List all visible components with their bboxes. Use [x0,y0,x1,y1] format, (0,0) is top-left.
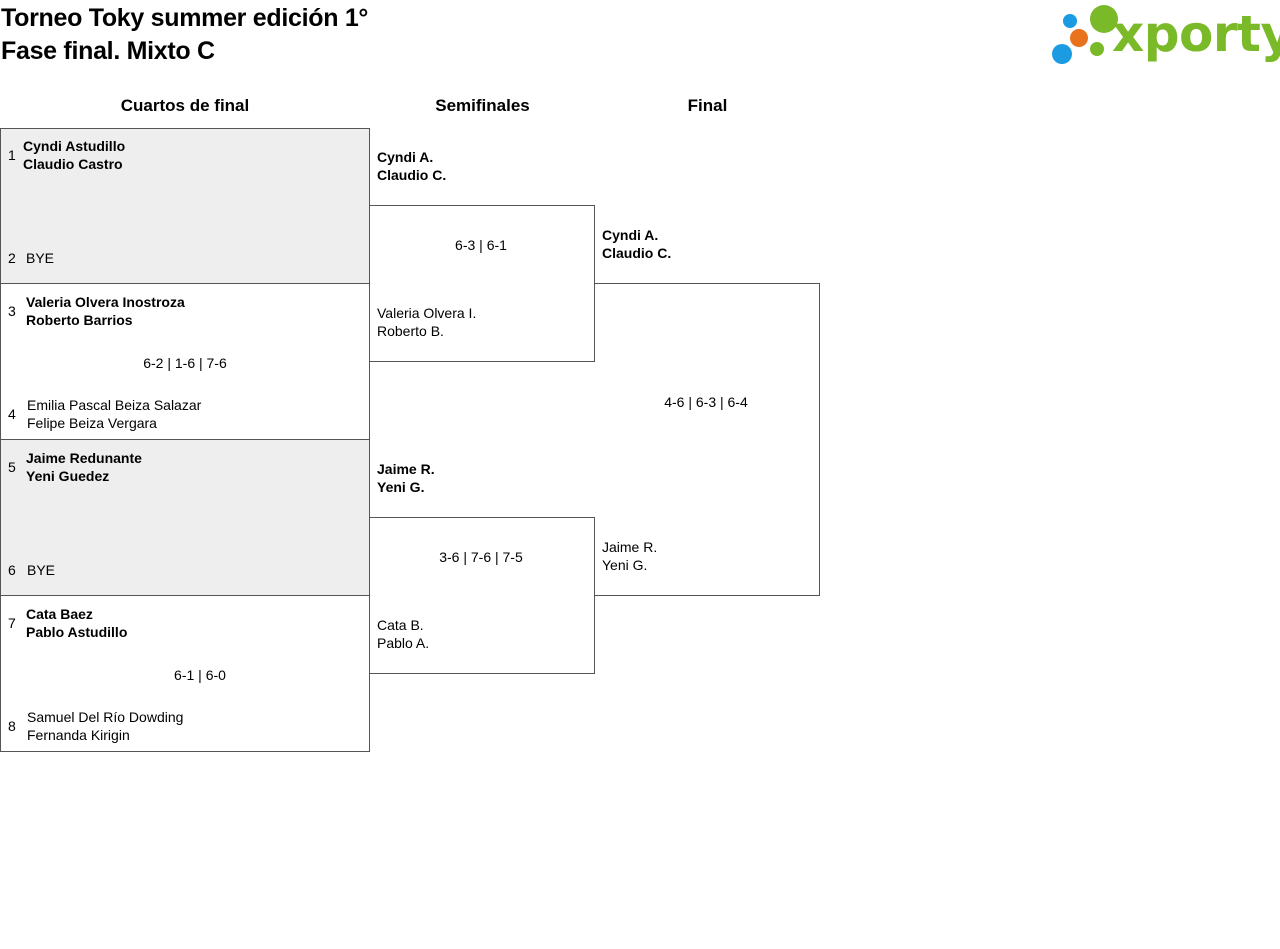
bye-label: BYE [26,250,55,266]
player-name: Claudio C. [602,245,672,261]
xporty-logo: xporty [1050,4,1280,68]
player-name: Pablo Astudillo [26,624,128,640]
seed-number: 2 [8,250,16,266]
player-name: Cata B. [377,617,424,633]
player-name: Valeria Olvera Inostroza [26,294,185,310]
semifinal-1-winner: Cyndi A. Claudio C. [377,148,446,184]
quarterfinal-match-4: 7 Cata Baez Pablo Astudillo 6-1 | 6-0 8 … [0,595,370,752]
player-name: Cyndi A. [377,149,434,165]
seed-number: 6 [8,562,16,578]
player-name: Felipe Beiza Vergara [27,415,157,431]
quarterfinal-match-1: 1 Cyndi Astudillo Claudio Castro 2 BYE [0,128,370,284]
match-score: 3-6 | 7-6 | 7-5 [439,549,523,565]
match-score: 4-6 | 6-3 | 6-4 [664,394,748,410]
player-name: Roberto Barrios [26,312,133,328]
player-name: Cyndi Astudillo [23,138,126,154]
player-name: Roberto B. [377,323,444,339]
semifinal-match-2: 3-6 | 7-6 | 7-5 Cata B. Pablo A. [369,517,595,674]
seed-number: 8 [8,718,16,734]
match-score: 6-2 | 1-6 | 7-6 [143,355,227,371]
player-name: Samuel Del Río Dowding [27,709,184,725]
match-score: 6-3 | 6-1 [455,237,507,253]
blue-dot-icon [1052,44,1072,64]
seed-number: 7 [8,615,16,631]
player-name: Jaime Redunante [26,450,142,466]
bye-label: BYE [27,562,56,578]
match-score: 6-1 | 6-0 [174,667,226,683]
phase-title: Fase final. Mixto C [1,37,215,65]
final-winner: Cyndi A. Claudio C. [602,226,671,262]
round-header-final: Final [687,96,728,115]
semifinal-2-winner: Jaime R. Yeni G. [377,460,435,496]
green-dot-icon [1090,5,1118,33]
player-name: Claudio C. [377,167,447,183]
player-name: Emilia Pascal Beiza Salazar [27,397,202,413]
player-name: Claudio Castro [23,156,123,172]
player-name: Yeni G. [602,557,648,573]
semifinal-match-1: 6-3 | 6-1 Valeria Olvera I. Roberto B. [369,205,595,362]
seed-number: 5 [8,459,16,475]
player-name: Yeni Guedez [26,468,110,484]
small-green-dot-icon [1090,42,1104,56]
player-name: Yeni G. [377,479,425,495]
tournament-title: Torneo Toky summer edición 1° [1,4,369,32]
round-header-semis: Semifinales [435,96,530,115]
small-blue-dot-icon [1063,14,1077,28]
seed-number: 3 [8,303,16,319]
seed-number: 4 [8,406,16,422]
player-name: Cata Baez [26,606,93,622]
logo-wordmark: xporty [1112,5,1280,63]
player-name: Cyndi A. [602,227,659,243]
player-name: Fernanda Kirigin [27,727,130,743]
player-name: Jaime R. [602,539,658,555]
quarterfinal-match-3: 5 Jaime Redunante Yeni Guedez 6 BYE [0,439,370,596]
player-name: Jaime R. [377,461,435,477]
round-header-quarters: Cuartos de final [120,96,250,115]
final-match: 4-6 | 6-3 | 6-4 Jaime R. Yeni G. [594,283,820,596]
quarterfinal-match-2: 3 Valeria Olvera Inostroza Roberto Barri… [0,283,370,440]
player-name: Valeria Olvera I. [377,305,477,321]
player-name: Pablo A. [377,635,430,651]
orange-dot-icon [1070,29,1088,47]
seed-number: 1 [8,147,16,163]
